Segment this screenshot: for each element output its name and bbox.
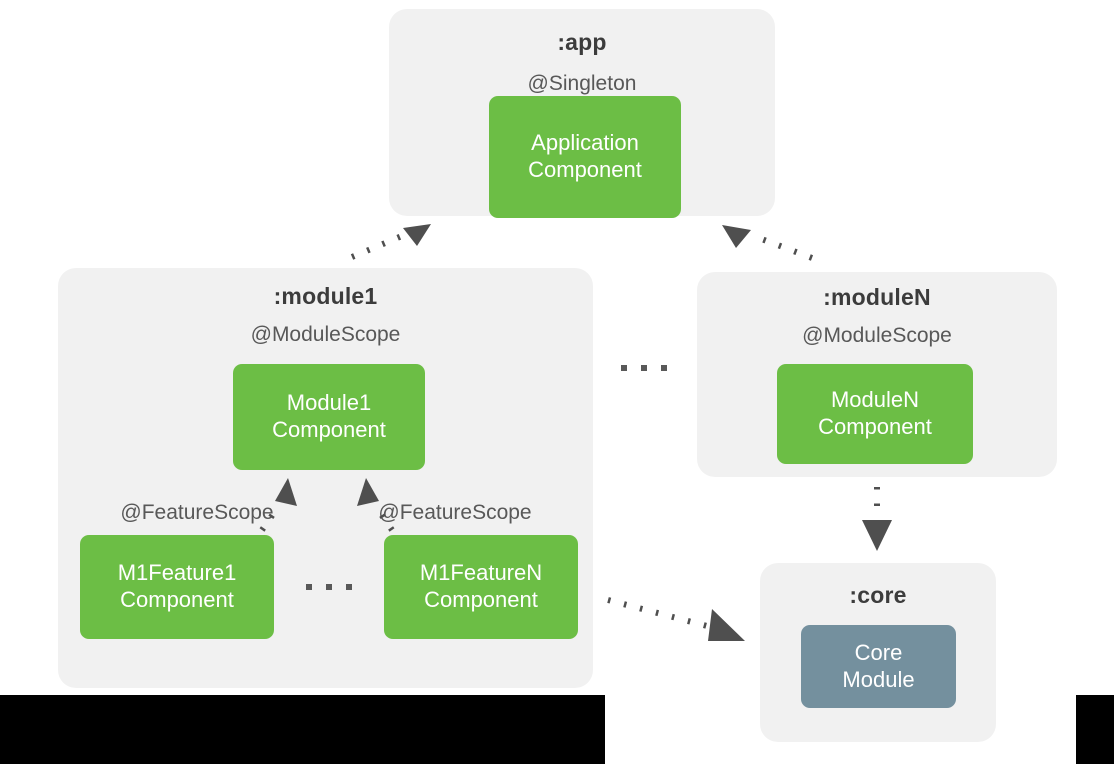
component-label-line2: Component [528, 157, 642, 182]
component-m1feature1-component[interactable]: M1Feature1 Component [80, 535, 274, 639]
scope-label-modulescope-module1: @ModuleScope [250, 323, 401, 346]
component-label-line2: Component [120, 587, 234, 612]
component-label-line1: M1FeatureN [419, 560, 543, 586]
component-label-line2: Component [272, 417, 386, 442]
ellipsis-dot [346, 584, 352, 590]
component-label-line1: M1Feature1 [117, 560, 237, 586]
component-label-line2: Module [842, 666, 915, 692]
component-application-component[interactable]: Application Component [489, 96, 681, 218]
ellipsis-dot [621, 365, 627, 371]
scope-label-featurescope-right: @FeatureScope [378, 501, 532, 524]
module-title-core: :core [849, 582, 907, 608]
component-label-line1: ModuleN [830, 387, 920, 413]
scope-label-singleton: @Singleton [527, 72, 637, 95]
module-title-module1: :module1 [273, 283, 378, 309]
module-title-app: :app [557, 29, 607, 55]
scope-label-modulescope-moduleN: @ModuleScope [802, 324, 952, 347]
module-title-moduleN: :moduleN [823, 284, 931, 310]
ellipsis-dot [661, 365, 667, 371]
modules-ellipsis [621, 365, 667, 371]
ellipsis-dot [326, 584, 332, 590]
component-module1-component[interactable]: Module1 Component [233, 364, 425, 470]
edge-moduleN-to-core [862, 487, 892, 551]
module-container-app[interactable]: :app @Singleton Application Component [389, 9, 775, 218]
component-m1featureN-component[interactable]: M1FeatureN Component [384, 535, 578, 639]
edge-module1-to-app [350, 224, 431, 260]
component-core-module[interactable]: Core Module [801, 625, 956, 708]
component-label-line1: Module1 [286, 390, 372, 416]
features-ellipsis [306, 584, 352, 590]
edge-module1-to-core [607, 597, 745, 641]
module-container-core[interactable]: :core Core Module [760, 563, 996, 742]
component-label-line1: Application [531, 130, 639, 156]
component-label-line1: Core [854, 639, 903, 665]
ellipsis-dot [306, 584, 312, 590]
bottom-right-black-bar [1076, 695, 1114, 764]
ellipsis-dot [641, 365, 647, 371]
bottom-left-black-bar [0, 695, 605, 764]
component-label-line2: Component [424, 587, 538, 612]
module-container-moduleN[interactable]: :moduleN @ModuleScope ModuleN Component [697, 272, 1057, 477]
component-label-line2: Component [818, 414, 932, 439]
scope-label-featurescope-left: @FeatureScope [120, 501, 274, 524]
component-moduleN-component[interactable]: ModuleN Component [777, 364, 973, 464]
module-container-module1[interactable]: :module1 @ModuleScope Module1 Component … [58, 268, 593, 688]
edge-moduleN-to-app [722, 225, 814, 261]
